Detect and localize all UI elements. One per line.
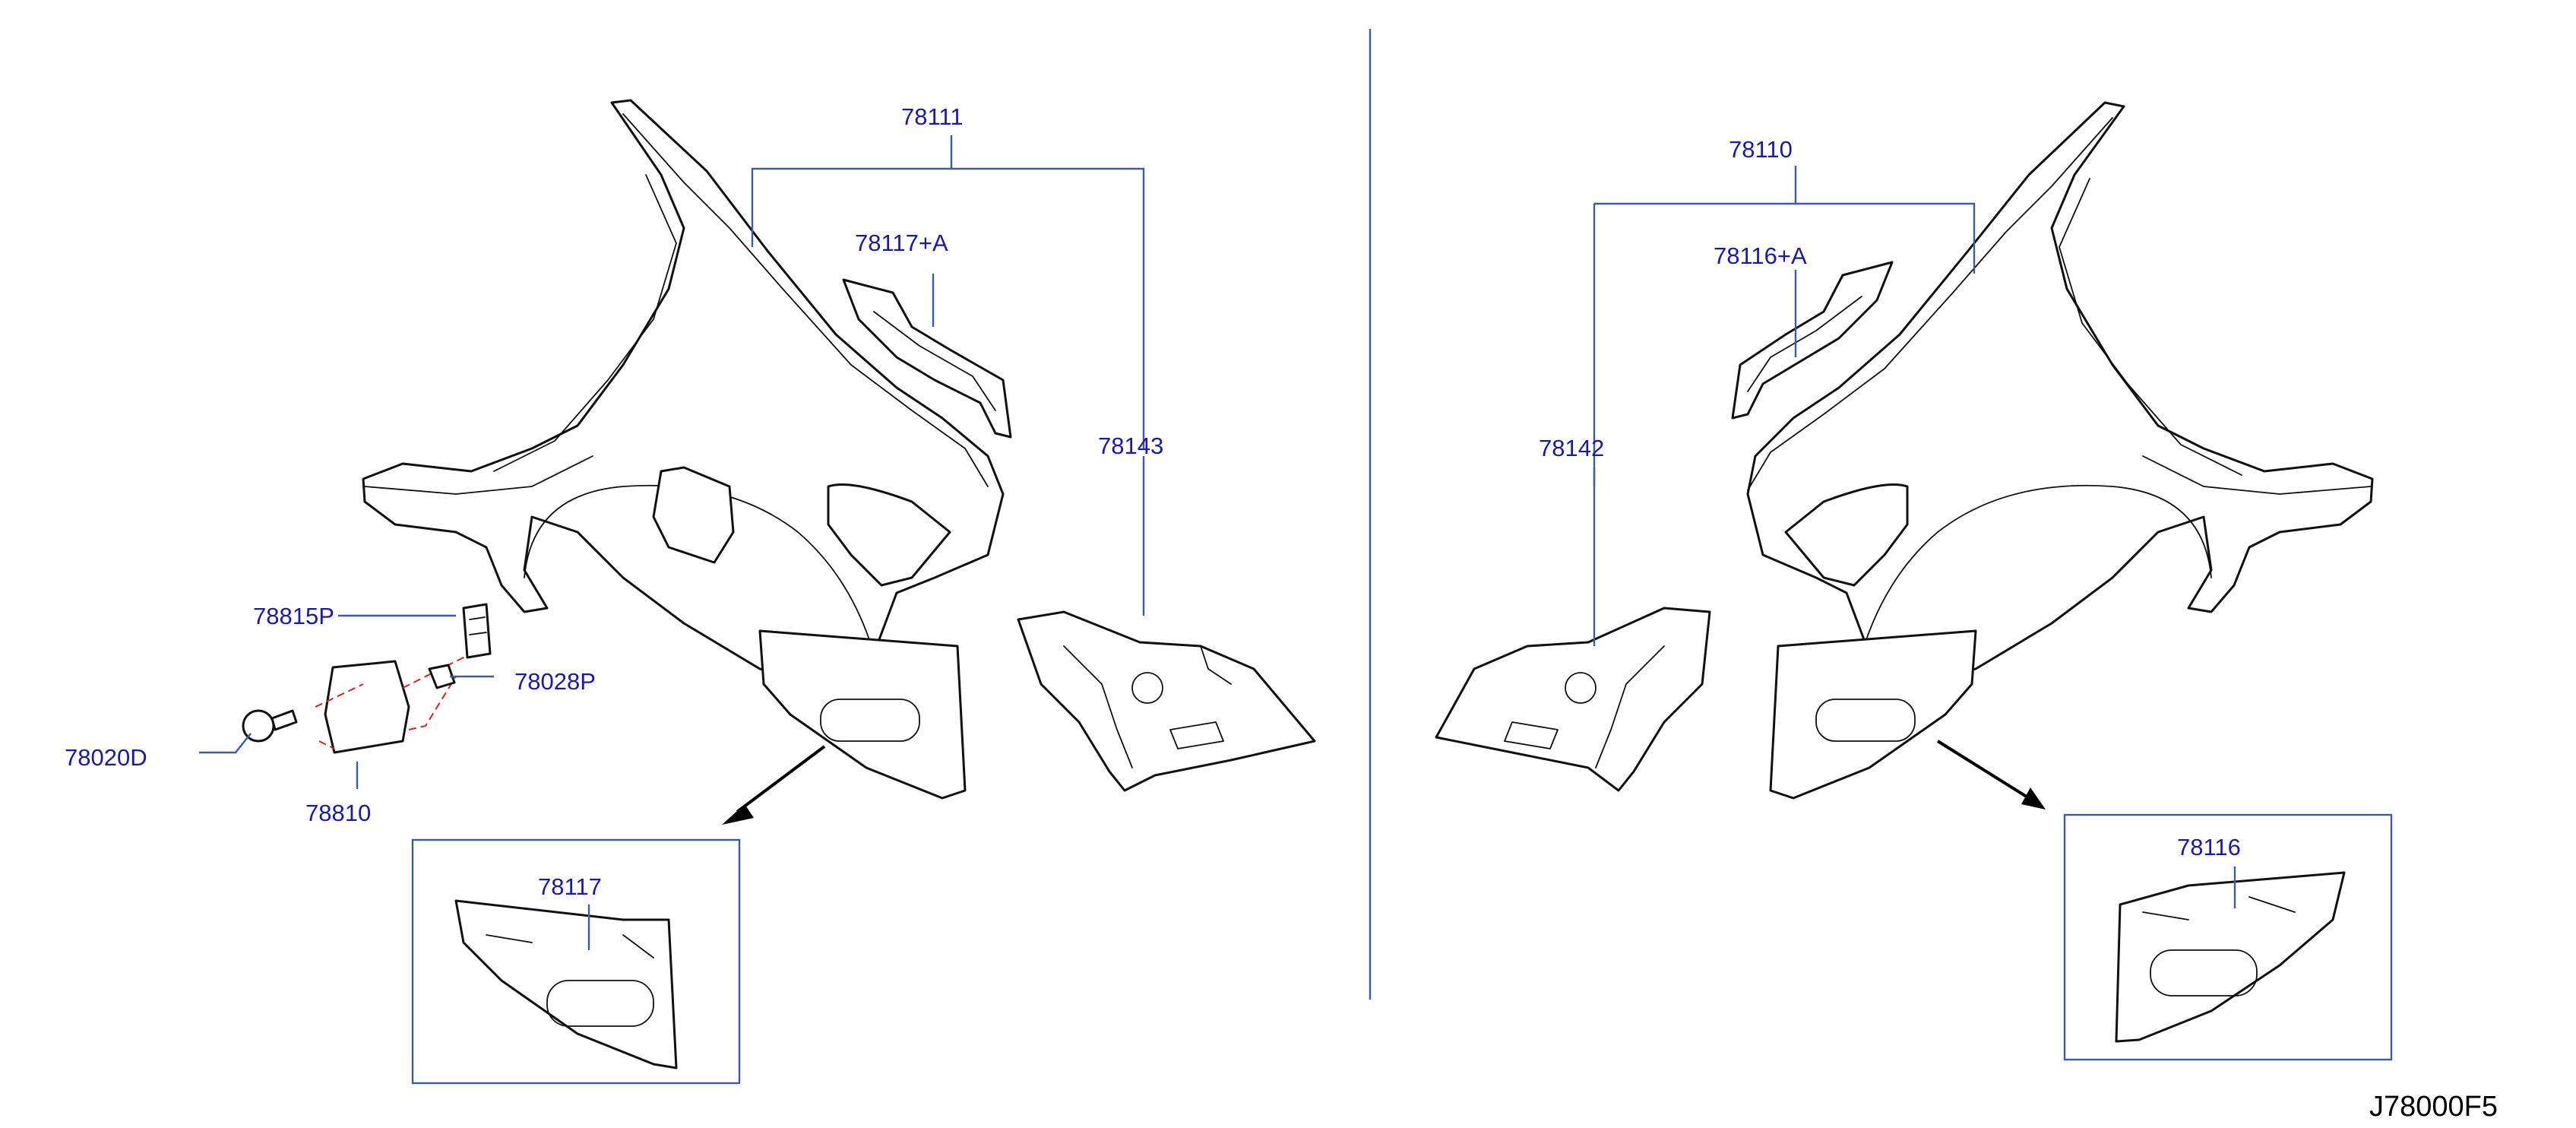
right-detail-box [2063, 813, 2393, 1061]
left-detail-box [411, 838, 741, 1085]
bumper-78028p [428, 664, 456, 689]
left-inner-panel-78143 [1017, 610, 1316, 792]
right-leader-lines [1593, 166, 1976, 646]
callout-78020d[interactable]: 78020D [65, 744, 147, 771]
right-inner-panel-78142 [1435, 607, 1711, 792]
callout-78810[interactable]: 78810 [305, 800, 371, 826]
left-leader-lines [199, 135, 1145, 789]
right-detail-arrow [1936, 740, 2046, 810]
callout-78116a[interactable]: 78116+A [1714, 242, 1807, 269]
left-detail-arrow [722, 745, 826, 825]
callout-78117[interactable]: 78117 [538, 873, 602, 900]
screw-78020d [242, 709, 298, 743]
left-quarter-panel [362, 99, 1005, 800]
hinge-78815p [462, 603, 492, 659]
callout-78028p[interactable]: 78028P [514, 668, 596, 695]
fuel-lid-78810 [315, 653, 472, 754]
left-reinforcement-78117a [842, 278, 1012, 439]
callout-78142[interactable]: 78142 [1539, 435, 1604, 461]
callout-78117a[interactable]: 78117+A [855, 230, 948, 256]
callout-78815p[interactable]: 78815P [253, 603, 334, 629]
diagram-code: J78000F5 [2369, 1091, 2498, 1123]
callout-78111[interactable]: 78111 [901, 103, 964, 130]
right-reinforcement-78116a [1731, 261, 1894, 420]
right-quarter-panel [1746, 101, 2374, 800]
callout-78110[interactable]: 78110 [1729, 136, 1793, 163]
callout-78143[interactable]: 78143 [1098, 433, 1163, 459]
callout-78116[interactable]: 78116 [2177, 834, 2241, 860]
